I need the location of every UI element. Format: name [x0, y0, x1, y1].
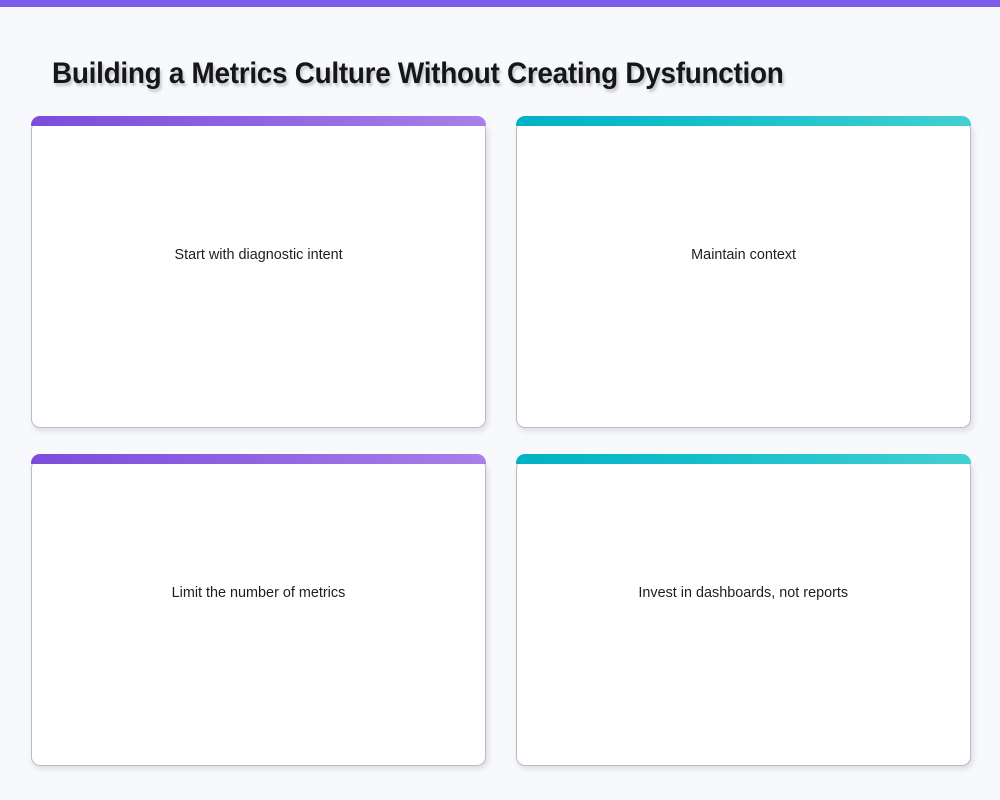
page-title: Building a Metrics Culture Without Creat… [52, 57, 784, 91]
card-accent-bar [31, 454, 486, 464]
card-limit-the-number-of-metrics[interactable]: Limit the number of metrics [31, 454, 486, 766]
card-label: Limit the number of metrics [171, 584, 346, 601]
card-grid: Start with diagnostic intent Maintain co… [31, 116, 971, 769]
card-accent-bar [31, 116, 486, 126]
top-accent-bar [0, 0, 1000, 7]
card-invest-in-dashboards-not-reports[interactable]: Invest in dashboards, not reports [516, 454, 971, 766]
card-label: Invest in dashboards, not reports [638, 584, 849, 601]
card-label: Start with diagnostic intent [174, 246, 343, 263]
card-accent-bar [516, 454, 971, 464]
card-label: Maintain context [691, 246, 796, 263]
card-maintain-context[interactable]: Maintain context [516, 116, 971, 428]
card-accent-bar [516, 116, 971, 126]
card-start-with-diagnostic-intent[interactable]: Start with diagnostic intent [31, 116, 486, 428]
